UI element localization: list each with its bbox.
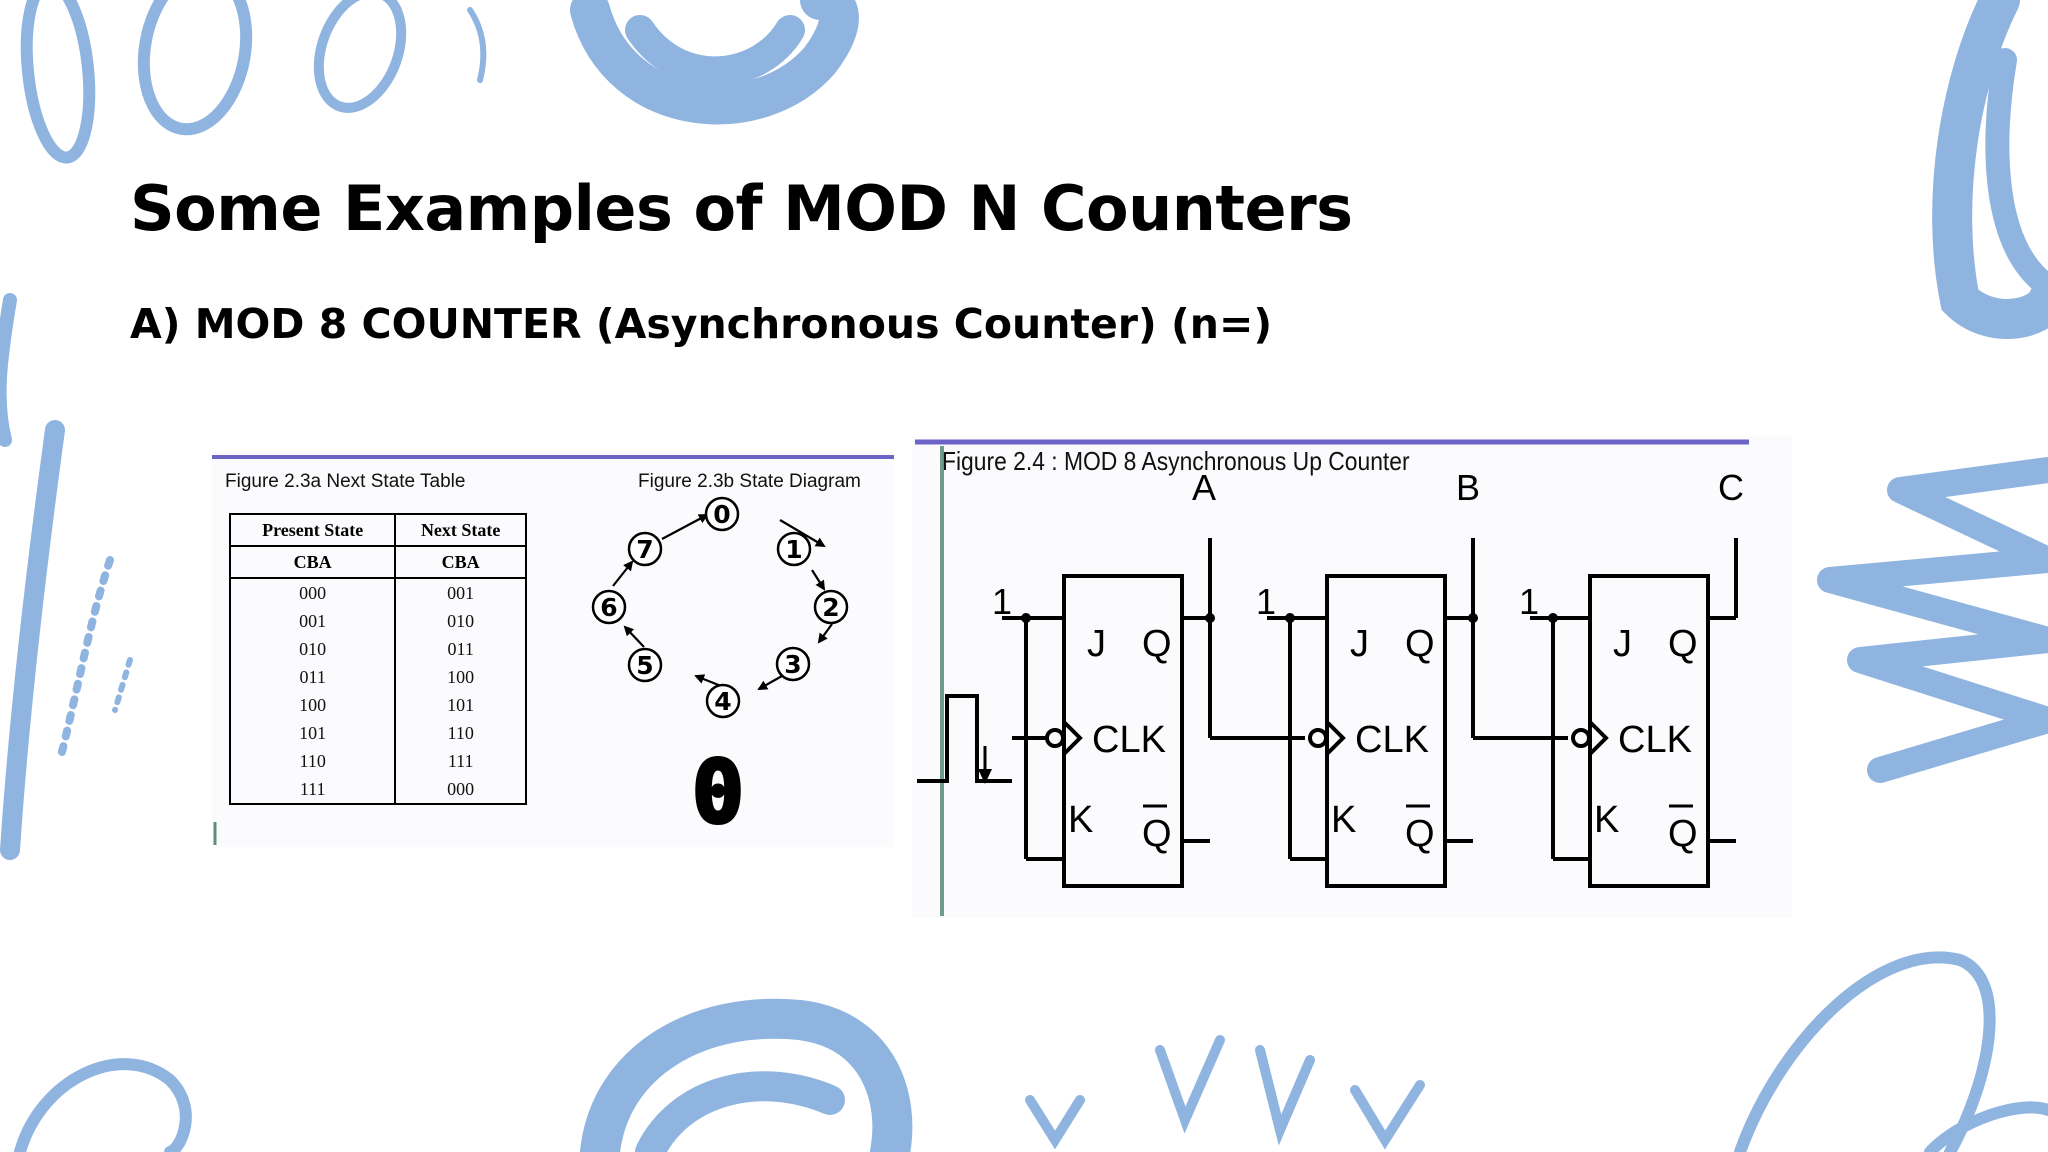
next-state-cell: 010 <box>447 610 475 631</box>
state-node-6: 6 <box>591 589 627 625</box>
next-state-cell: 101 <box>447 694 475 715</box>
clock-pulse-waveform <box>917 694 1012 783</box>
output-label-a: A <box>1192 467 1216 508</box>
input-high-label-c: 1 <box>1519 581 1539 622</box>
figure-state-table-and-diagram: Figure 2.3a Next State Table Figure 2.3b… <box>212 452 894 847</box>
present-state-cell: 110 <box>230 747 397 775</box>
state-node-2: 2 <box>813 589 849 625</box>
diagram-caption: Figure 2.3b State Diagram <box>638 471 861 492</box>
svg-text:6: 6 <box>600 593 617 622</box>
input-high-label-b: 1 <box>1256 581 1276 622</box>
column-header-next-state: Next State <box>394 513 527 547</box>
table-row: 101 110 <box>230 719 526 747</box>
pin-label-j: J <box>1350 623 1369 665</box>
table-row: 001 010 <box>230 607 526 635</box>
next-state-cell: 100 <box>447 666 475 687</box>
counter-caption: Figure 2.4 : MOD 8 Asynchronous Up Count… <box>942 448 1410 477</box>
table-row: 111 000 <box>230 775 526 804</box>
present-state-cell: 111 <box>230 775 397 804</box>
next-state-cell: 011 <box>447 638 474 659</box>
pin-label-k: K <box>1594 799 1619 841</box>
state-node-1: 1 <box>776 531 812 567</box>
pin-label-qbar: Q <box>1405 813 1435 855</box>
slide-subtitle: A) MOD 8 COUNTER (Asynchronous Counter) … <box>130 300 1273 348</box>
svg-text:2: 2 <box>822 593 839 622</box>
next-state-cell: 001 <box>447 582 475 603</box>
svg-text:3: 3 <box>784 650 801 679</box>
output-label-c: C <box>1718 467 1744 508</box>
state-node-5: 5 <box>627 647 663 683</box>
input-high-label-a: 1 <box>992 581 1012 622</box>
transition-1-2 <box>811 569 826 591</box>
transition-6-7 <box>612 560 634 587</box>
pin-label-q: Q <box>1142 623 1172 665</box>
flip-flop-c <box>1530 538 1738 888</box>
table-row: 000 001 <box>230 578 526 607</box>
pin-label-qbar: Q <box>1668 813 1698 855</box>
state-node-3: 3 <box>775 646 811 682</box>
transition-0-1 <box>779 519 826 548</box>
column-subheader-present-cba: CBA <box>228 545 397 579</box>
pin-label-clk: CLK <box>1092 719 1166 761</box>
next-state-cell: 111 <box>447 750 474 771</box>
pin-label-q: Q <box>1405 623 1435 665</box>
pin-label-clk: CLK <box>1355 719 1429 761</box>
pin-label-qbar: Q <box>1142 813 1172 855</box>
next-state-cell: 000 <box>447 778 475 799</box>
pin-label-k: K <box>1068 799 1093 841</box>
next-state-cell: 110 <box>447 722 474 743</box>
table-row: 110 111 <box>230 747 526 775</box>
svg-text:1: 1 <box>785 535 802 564</box>
pin-label-j: J <box>1613 623 1632 665</box>
table-row: 100 101 <box>230 691 526 719</box>
present-state-cell: 000 <box>230 578 397 607</box>
present-state-cell: 100 <box>230 691 397 719</box>
flip-flop-a <box>1002 538 1305 888</box>
svg-text:7: 7 <box>636 535 653 564</box>
table-caption: Figure 2.3a Next State Table <box>225 471 465 492</box>
transition-2-3 <box>817 623 833 644</box>
junction-dot <box>1021 613 1031 623</box>
pin-label-j: J <box>1087 623 1106 665</box>
transition-7-0 <box>661 514 709 540</box>
present-state-cell: 101 <box>230 719 397 747</box>
flip-flop-b <box>1267 538 1568 888</box>
slide-title: Some Examples of MOD N Counters <box>130 172 1353 245</box>
table-row: 010 011 <box>230 635 526 663</box>
present-state-cell: 011 <box>230 663 397 691</box>
table-row: 011 100 <box>230 663 526 691</box>
figure-async-up-counter: Figure 2.4 : MOD 8 Asynchronous Up Count… <box>912 436 1792 918</box>
junction-dot <box>1205 613 1215 623</box>
current-state-display: 0 <box>692 743 744 843</box>
column-header-present-state: Present State <box>228 513 397 547</box>
svg-text:4: 4 <box>714 687 731 716</box>
transition-5-6 <box>623 625 645 648</box>
state-node-7: 7 <box>627 531 663 567</box>
state-node-0: 0 <box>704 496 740 532</box>
state-node-4: 4 <box>705 683 741 719</box>
output-label-b: B <box>1456 467 1480 508</box>
pin-label-clk: CLK <box>1618 719 1692 761</box>
column-subheader-next-cba: CBA <box>394 545 527 579</box>
junction-dot <box>1285 613 1295 623</box>
svg-text:0: 0 <box>713 500 730 529</box>
svg-text:5: 5 <box>636 651 653 680</box>
present-state-cell: 001 <box>230 607 397 635</box>
clock-edge-arrowhead <box>978 769 992 784</box>
junction-dot <box>1468 613 1478 623</box>
junction-dot <box>1548 613 1558 623</box>
present-state-cell: 010 <box>230 635 397 663</box>
pin-label-k: K <box>1331 799 1356 841</box>
state-transitions <box>612 514 833 692</box>
pin-label-q: Q <box>1668 623 1698 665</box>
